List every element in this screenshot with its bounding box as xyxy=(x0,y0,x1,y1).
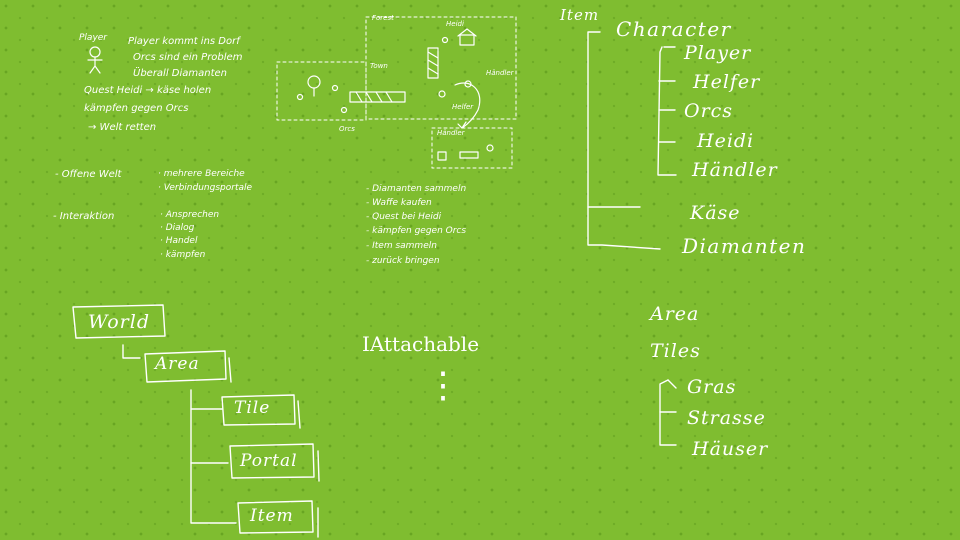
map-label-handler2: Händler xyxy=(437,129,465,137)
item-child: Händler xyxy=(692,159,778,181)
interaction-label: - Interaktion xyxy=(53,211,115,222)
area-node: Area xyxy=(155,354,200,374)
map-label-heidi: Heidi xyxy=(446,20,464,28)
map-label-helfer: Helfer xyxy=(452,103,474,111)
world-tree-lines xyxy=(72,304,320,538)
todo-item: - Waffe kaufen xyxy=(366,198,432,208)
todo-item: - kämpfen gegen Orcs xyxy=(366,226,467,236)
note-line: Quest Heidi → käse holen xyxy=(84,85,212,96)
area-tree-tiles: Tiles xyxy=(650,340,701,362)
portal-node: Portal xyxy=(240,451,298,471)
map-sketch xyxy=(276,16,517,169)
tile-node: Tile xyxy=(234,398,271,418)
area-tree-child: Strasse xyxy=(687,407,766,429)
note-line: → Welt retten xyxy=(88,122,157,133)
area-tree-child: Gras xyxy=(687,376,737,398)
open-world-item: · Verbindungsportale xyxy=(158,183,253,193)
map-label-orcs: Orcs xyxy=(339,125,355,133)
item-kaese: Käse xyxy=(690,202,741,224)
item-character: Character xyxy=(616,17,732,41)
area-tree-child: Häuser xyxy=(692,438,769,460)
todo-item: - zurück bringen xyxy=(366,256,440,266)
item-child: Orcs xyxy=(684,100,734,122)
interaction-item: · Ansprechen xyxy=(160,210,220,220)
note-line: Player kommt ins Dorf xyxy=(128,36,240,47)
todo-item: - Item sammeln xyxy=(366,241,437,251)
todo-item: - Diamanten sammeln xyxy=(366,184,467,194)
interaction-item: · Dialog xyxy=(160,223,195,233)
note-line: Überall Diamanten xyxy=(133,68,228,79)
map-label-forest: Forest xyxy=(372,14,394,22)
open-world-item: · mehrere Bereiche xyxy=(158,169,245,179)
area-tree-area: Area xyxy=(650,303,700,325)
item-child: Player xyxy=(684,42,752,64)
item-child: Heidi xyxy=(697,130,755,152)
interface-name: IAttachable xyxy=(362,332,480,356)
item-root: Item xyxy=(560,6,600,24)
area-tree-lines xyxy=(659,379,677,446)
note-line: kämpfen gegen Orcs xyxy=(84,103,189,114)
player-label: Player xyxy=(79,33,108,43)
ellipsis: ⋮ xyxy=(425,365,461,406)
open-world-label: - Offene Welt xyxy=(55,169,122,180)
interaction-item: · Handel xyxy=(160,236,198,246)
player-icon xyxy=(87,46,103,74)
todo-item: - Quest bei Heidi xyxy=(366,212,442,222)
note-line: Orcs sind ein Problem xyxy=(133,52,243,63)
map-details xyxy=(296,28,494,161)
item-node: Item xyxy=(250,506,294,526)
item-tree-lines xyxy=(587,31,677,250)
item-child: Helfer xyxy=(693,71,761,93)
item-diamanten: Diamanten xyxy=(682,234,807,258)
world-node: World xyxy=(88,311,150,333)
interaction-item: · kämpfen xyxy=(160,250,206,260)
map-label-town: Town xyxy=(370,62,388,70)
map-label-handler: Händler xyxy=(486,69,514,77)
